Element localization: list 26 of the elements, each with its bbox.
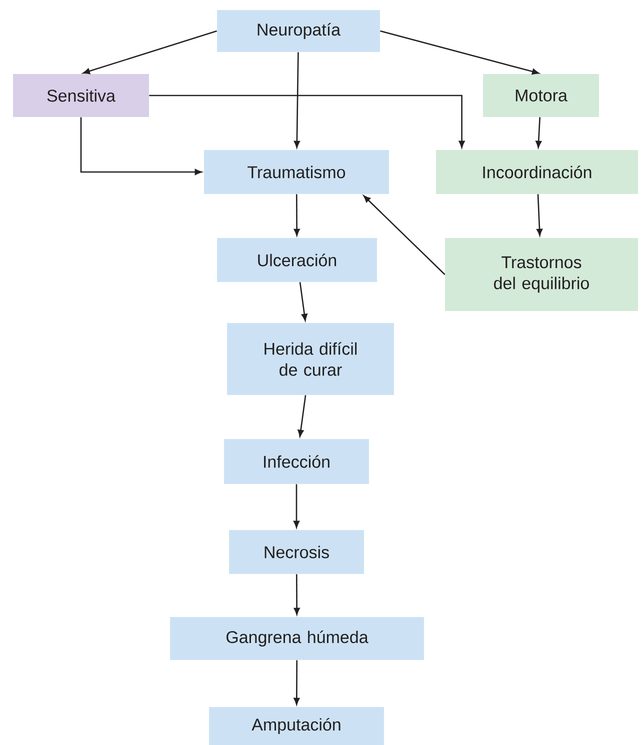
process-box: Herida difícil de curar	[227, 323, 394, 395]
arrow	[294, 660, 300, 705]
process-box: Motora	[483, 74, 599, 117]
process-box: Necrosis	[229, 530, 364, 574]
process-box: Ulceración	[217, 238, 377, 282]
arrow	[82, 30, 217, 74]
process-box: Amputación	[209, 707, 384, 745]
arrow	[298, 395, 306, 437]
process-box: Traumatismo	[204, 150, 389, 194]
arrow	[294, 574, 300, 615]
process-box: Infección	[224, 439, 369, 484]
process-box: Neuropatía	[217, 10, 380, 52]
arrow	[294, 484, 300, 528]
arrow	[536, 117, 542, 148]
arrow	[536, 194, 543, 236]
process-box: Sensitiva	[13, 74, 149, 117]
process-box: Incoordinación	[436, 150, 638, 194]
process-box: Trastornos del equilibrio	[445, 238, 638, 311]
arrow	[294, 52, 300, 148]
arrow	[363, 195, 446, 275]
process-box: Gangrena húmeda	[170, 617, 424, 660]
arrow	[80, 117, 202, 175]
arrow	[294, 194, 300, 236]
arrow	[149, 94, 465, 148]
arrow	[299, 282, 308, 321]
arrow	[380, 30, 540, 75]
